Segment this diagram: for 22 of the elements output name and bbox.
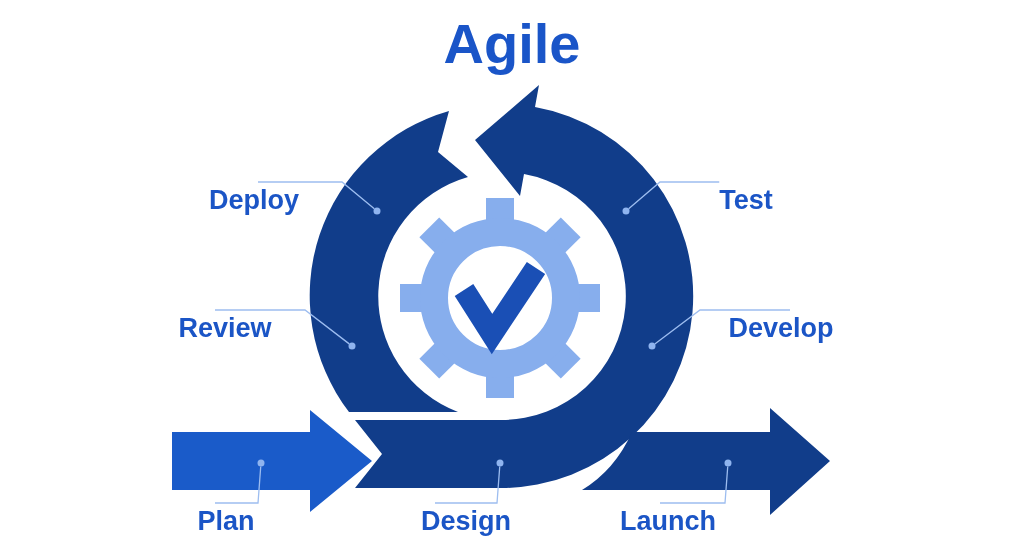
leader-line xyxy=(214,465,262,504)
leader-line xyxy=(257,181,375,210)
leader-dot xyxy=(373,207,381,215)
leader-dot xyxy=(622,207,630,215)
stage-label: Launch xyxy=(620,503,716,539)
leader-dot xyxy=(648,342,656,350)
leader-dot xyxy=(496,459,504,467)
stage-label: Plan xyxy=(197,503,255,539)
leader-dot xyxy=(348,342,356,350)
leader-dot xyxy=(724,459,732,467)
leader-line xyxy=(659,465,729,504)
leader-line xyxy=(434,465,501,504)
stage-label: Deploy xyxy=(209,182,299,218)
leader-line xyxy=(214,309,350,345)
leader-dot xyxy=(257,459,265,467)
stage-label: Design xyxy=(421,503,511,539)
title: Agile xyxy=(442,12,582,76)
stage-label: Test xyxy=(719,182,773,218)
stage-label: Develop xyxy=(728,310,834,346)
stage-label: Review xyxy=(178,310,272,346)
leader-line xyxy=(654,309,791,345)
leader-line xyxy=(628,181,720,210)
